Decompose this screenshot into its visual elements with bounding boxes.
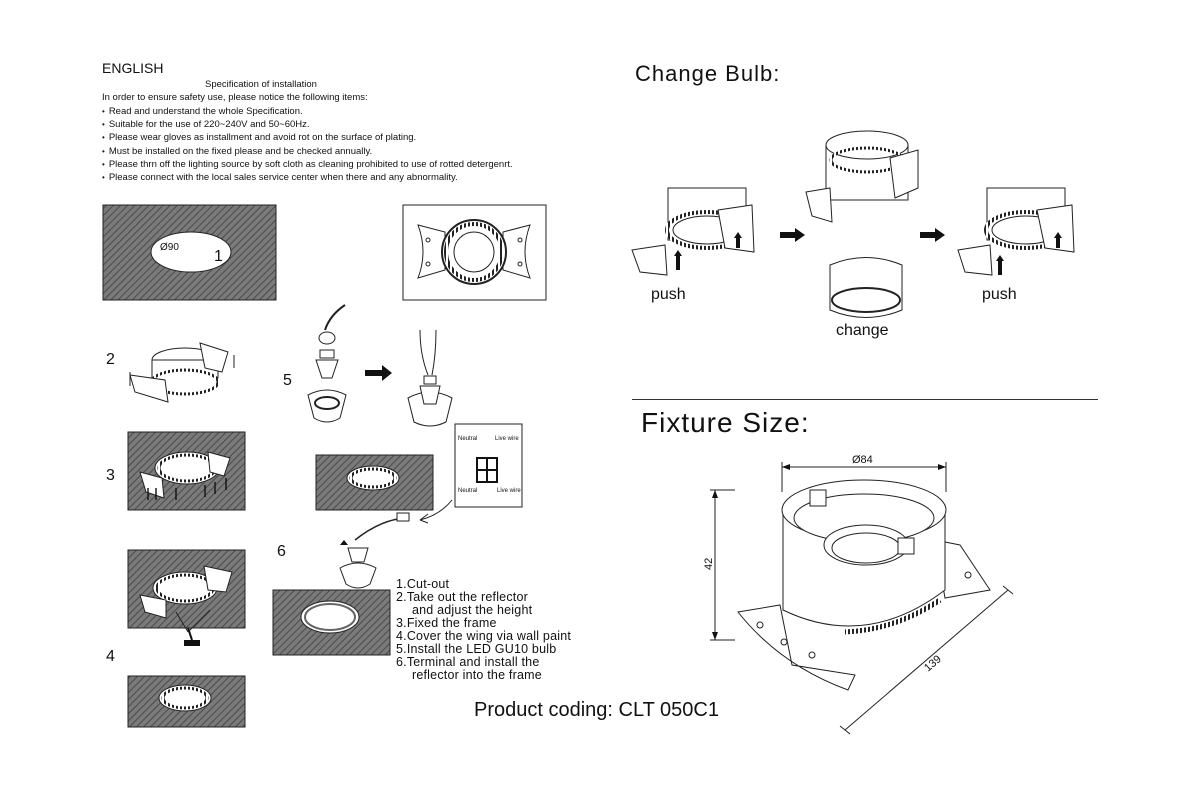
step-text: reflector into the frame (412, 668, 542, 682)
live-wire-label-lower: Live wire (497, 488, 521, 494)
fixed-frame-illustration (127, 431, 246, 511)
step-number-1: 1 (214, 248, 223, 265)
frame-adjust-illustration (129, 342, 235, 403)
width-dimension: 139 (922, 653, 944, 674)
bulb-install-illustration (307, 304, 453, 427)
fixture-dimension-drawing: Ø84 42 139 (703, 454, 1014, 735)
safety-item: Must be installed on the fixed please an… (102, 145, 513, 158)
step-text: and adjust the height (412, 603, 533, 617)
step-number-4: 4 (106, 648, 115, 665)
safety-item: Please wear gloves as installment and av… (102, 131, 513, 144)
neutral-label-lower: Neutral (458, 488, 477, 494)
change-bulb-title: Change Bulb: (635, 61, 781, 86)
step-number-6: 6 (277, 543, 286, 560)
live-wire-label: Live wire (495, 436, 519, 442)
section-divider (632, 399, 1098, 400)
safety-list: Read and understand the whole Specificat… (102, 105, 513, 184)
safety-item: Please connect with the local sales serv… (102, 171, 513, 184)
step-text: 2.Take out the reflector (396, 590, 528, 604)
step-number-3: 3 (106, 467, 115, 484)
change-bulb-illustration (631, 130, 1075, 318)
push-label-right: push (982, 286, 1017, 303)
step-text: 3.Fixed the frame (396, 616, 497, 630)
height-dimension: 42 (703, 558, 715, 570)
safety-item: Read and understand the whole Specificat… (102, 105, 513, 118)
reflector-install-illustration (272, 512, 410, 656)
cutout-panel: Ø90 1 (102, 204, 277, 301)
safety-item: Please thrn off the lighting source by s… (102, 158, 513, 171)
wiring-illustration: Neutral Live wire Neutral Live wire (315, 423, 523, 524)
safety-intro: In order to ensure safety use, please no… (102, 92, 368, 103)
spec-title: Specification of installation (205, 79, 317, 90)
fixture-size-title: Fixture Size: (641, 407, 810, 438)
safety-item: Suitable for the use of 220~240V and 50~… (102, 118, 513, 131)
product-coding: Product coding: CLT 050C1 (474, 699, 719, 721)
step-number-5: 5 (283, 372, 292, 389)
step-text: 1.Cut-out (396, 577, 450, 591)
neutral-label: Neutral (458, 436, 477, 442)
wing-paint-illustration (127, 549, 246, 728)
step-text: 5.Install the LED GU10 bulb (396, 642, 557, 656)
step-number-2: 2 (106, 351, 115, 368)
hole-diameter-label: Ø90 (160, 242, 179, 253)
language-heading: ENGLISH (102, 60, 164, 76)
frame-top-view (402, 204, 547, 301)
change-label: change (836, 322, 889, 339)
installation-steps: 1.Cut-out 2.Take out the reflector and a… (396, 578, 571, 682)
step-text: 4.Cover the wing via wall paint (396, 629, 572, 643)
push-label-left: push (651, 286, 686, 303)
step-text: 6.Terminal and install the (396, 655, 540, 669)
diameter-dimension: Ø84 (852, 454, 873, 466)
